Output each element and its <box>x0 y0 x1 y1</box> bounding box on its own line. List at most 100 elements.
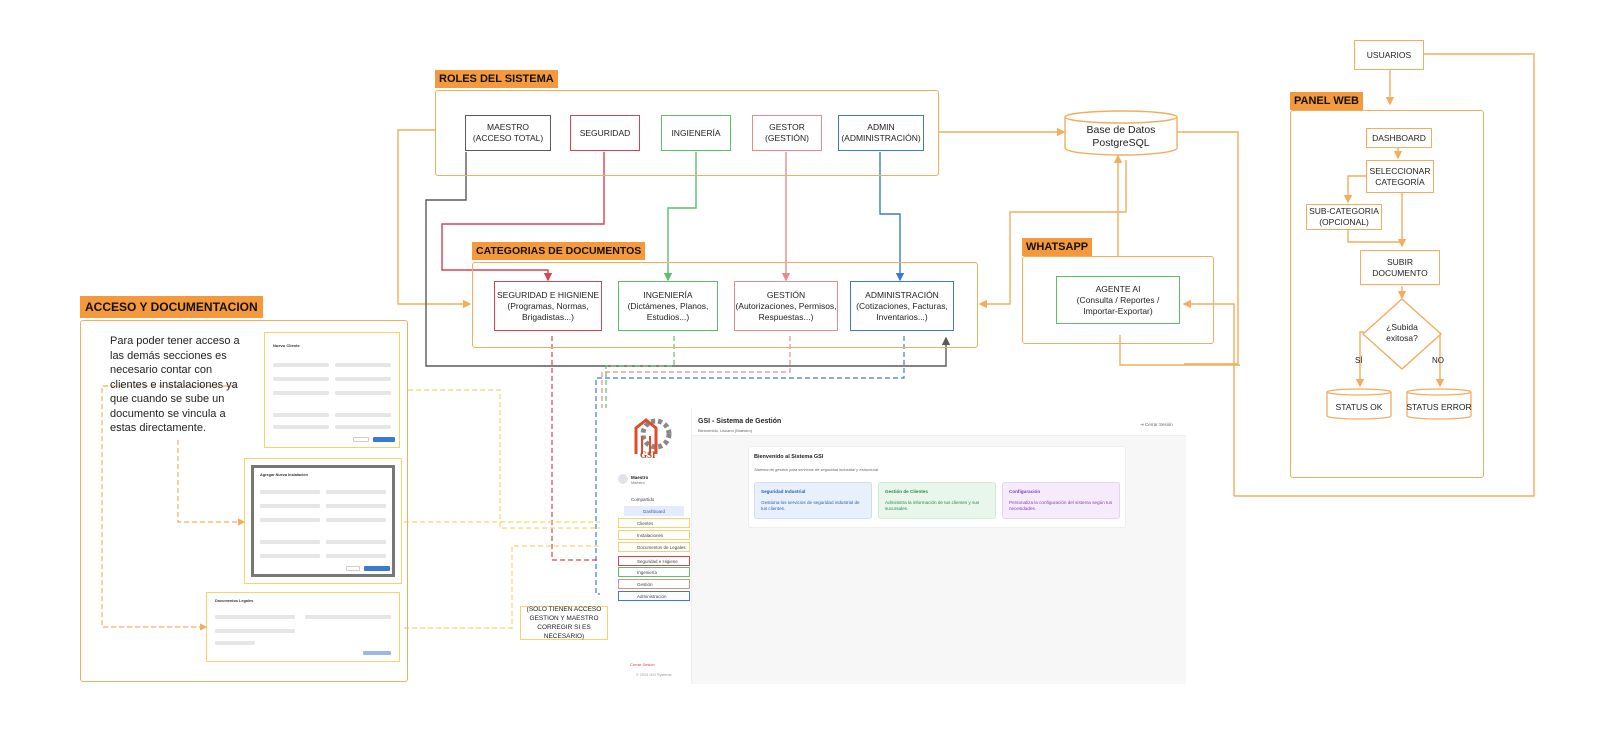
status-ok-label: STATUS OK <box>1335 402 1383 412</box>
decision-label: ¿Subida exitosa? <box>1386 322 1418 343</box>
form-field <box>215 629 295 633</box>
form-field <box>335 363 391 367</box>
form-submit-button <box>373 437 395 442</box>
category-administracion: ADMINISTRACIÓN (Cotizaciones, Facturas, … <box>850 281 954 331</box>
sidebar-user-name: Maestro <box>631 475 649 480</box>
legal-docs-form-title: Documentos Legales <box>215 599 254 603</box>
card-gestion-clientes[interactable]: Gestión de Clientes Administra la inform… <box>878 482 996 519</box>
access-only-note: (SOLO TIENEN ACCESO GESTION Y MAESTRO CO… <box>520 606 608 640</box>
header-logout-button[interactable]: ⇥ Cerrar Sesión <box>1140 422 1173 428</box>
status-ok: STATUS OK <box>1326 388 1392 420</box>
logout-icon: ⇥ <box>1140 422 1146 427</box>
form-submit-button <box>364 566 390 571</box>
gsi-logo: GSI <box>630 414 674 462</box>
category-ingenieria: INGENIERÍA (Dictámenes, Planos, Estudios… <box>618 281 718 331</box>
form-field <box>335 413 391 417</box>
sidebar-item-ingenieria[interactable]: Ingeniería <box>618 567 690 577</box>
whatsapp-frame <box>1022 256 1214 344</box>
status-error-label: STATUS ERROR <box>1406 402 1472 412</box>
sidebar-footer: © 2024 GSI Systems <box>636 673 672 677</box>
avatar <box>618 474 628 484</box>
form-field <box>260 490 320 494</box>
sidebar-item-administracion[interactable]: Administración <box>618 591 690 601</box>
form-field <box>326 504 386 508</box>
form-field <box>260 518 320 522</box>
sidebar-item-instalaciones[interactable]: Instalaciones <box>618 530 690 540</box>
sidebar-item-gestion[interactable]: Gestión <box>618 579 690 589</box>
database-cylinder: Base de Datos PostgreSQL <box>1064 110 1178 156</box>
database-label: Base de Datos PostgreSQL <box>1086 124 1156 149</box>
new-client-form-title: Nuevo Cliente <box>273 343 300 348</box>
sidebar-logout-button[interactable]: Cerrar Sesión <box>630 662 655 667</box>
role-seguridad: SEGURIDAD <box>570 115 640 151</box>
sidebar-user-role: Maestro <box>631 481 645 485</box>
decision-diamond-icon <box>1361 298 1443 370</box>
form-field <box>335 425 391 429</box>
role-admin: ADMIN (ADMINISTRACIÓN) <box>838 115 924 151</box>
roles-frame <box>435 90 939 176</box>
form-submit-button <box>363 651 391 655</box>
form-cancel-button <box>353 437 369 442</box>
role-maestro: MAESTRO (ACCESO TOTAL) <box>465 115 551 151</box>
logo-text: GSI <box>640 450 656 460</box>
select-category-box: SELECCIONAR CATEGORÍA <box>1366 160 1434 193</box>
form-field <box>273 377 329 381</box>
form-field <box>215 615 295 619</box>
gear-building-logo-icon <box>634 418 672 454</box>
card-seguridad-industrial[interactable]: Seguridad Industrial Gestiona los servic… <box>754 482 872 519</box>
status-error-cylinder-icon <box>1406 388 1472 420</box>
new-install-form-title: Agregar Nueva Instalación <box>260 473 308 477</box>
form-field <box>326 490 386 494</box>
sidebar-item-compartido[interactable]: Compartido <box>631 497 655 502</box>
form-field <box>326 518 386 522</box>
ai-agent-box: AGENTE AI (Consulta / Reportes / Importa… <box>1056 276 1180 324</box>
category-gestion: GESTIÓN (Autorizaciones, Permisos, Respu… <box>734 281 838 331</box>
status-error: STATUS ERROR <box>1406 388 1472 420</box>
form-field <box>273 425 329 429</box>
form-field <box>305 615 391 619</box>
no-label: NO <box>1432 356 1444 365</box>
install-modal-frame: Agregar Nueva Instalación <box>251 465 395 577</box>
status-ok-cylinder-icon <box>1326 388 1392 420</box>
card-text: Gestiona los servicios de seguridad indu… <box>761 500 860 511</box>
welcome-subtitle: Sistema de gestión para servicios de seg… <box>754 467 880 472</box>
app-sidebar <box>600 408 692 684</box>
welcome-title: Bienvenido al Sistema GSI <box>754 454 824 460</box>
form-field <box>273 363 329 367</box>
users-box: USUARIOS <box>1354 40 1424 70</box>
sidebar-item-dashboard[interactable]: Dashboard <box>624 506 684 516</box>
categories-section-tag: CATEGORIAS DE DOCUMENTOS <box>472 242 646 260</box>
form-field <box>215 641 255 645</box>
upload-document-box: SUBIR DOCUMENTO <box>1360 250 1440 285</box>
form-field <box>335 391 391 395</box>
card-text: Personaliza la configuración del sistema… <box>1009 500 1113 511</box>
whatsapp-section-tag: WHATSAPP <box>1022 238 1093 256</box>
categories-frame <box>472 262 978 348</box>
card-configuracion[interactable]: Configuración Personaliza la configuraci… <box>1002 482 1120 519</box>
access-note: Para poder tener acceso a las demás secc… <box>110 335 240 434</box>
form-cancel-button <box>346 566 360 571</box>
new-client-form-thumbnail: Nuevo Cliente <box>264 332 400 448</box>
card-title: Configuración <box>1009 489 1041 494</box>
form-field <box>260 554 320 558</box>
sidebar-item-clientes[interactable]: Clientes <box>618 518 690 528</box>
form-field <box>260 504 320 508</box>
sidebar-item-documentos-legales[interactable]: Documentos de Legales <box>618 542 690 552</box>
subcategory-box: SUB-CATEGORIA (OPCIONAL) <box>1306 204 1382 230</box>
app-header <box>692 408 1186 436</box>
form-field <box>326 554 386 558</box>
access-section-tag: ACCESO Y DOCUMENTACION <box>80 296 263 318</box>
new-install-form-thumbnail: Agregar Nueva Instalación <box>244 458 402 584</box>
sidebar-item-seguridad-higiene[interactable]: Seguridad e Higiene <box>618 556 690 566</box>
category-seguridad-higiene: SEGURIDAD E HIGNIENE (Programas, Normas,… <box>494 281 602 331</box>
legal-docs-form-thumbnail: Documentos Legales <box>206 592 400 662</box>
app-title: GSI - Sistema de Gestión <box>698 418 782 425</box>
access-frame <box>80 320 408 682</box>
form-field <box>273 413 329 417</box>
role-ingenieria: INGIENERÍA <box>661 115 731 151</box>
yes-label: SÍ <box>1355 356 1363 365</box>
upload-decision: ¿Subida exitosa? <box>1361 298 1443 370</box>
form-field <box>273 391 329 395</box>
app-subtitle: Bienvenido, Usuario (Maestro) <box>698 428 753 433</box>
